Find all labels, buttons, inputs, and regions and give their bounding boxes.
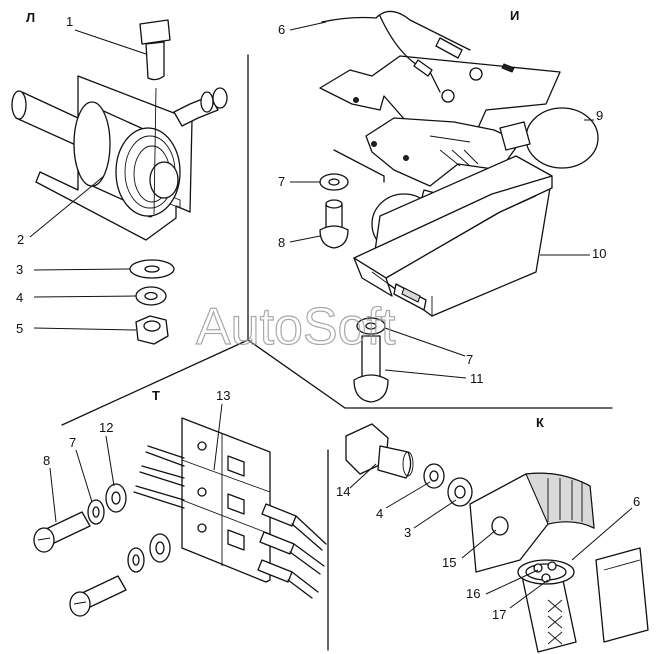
- callout-12: 12: [99, 420, 113, 435]
- solenoid-assembly: [11, 19, 228, 345]
- callout-4-bracket: 4: [376, 506, 383, 521]
- watermark-logo: AutoSoft: [196, 298, 396, 356]
- section-label-i: И: [510, 8, 519, 23]
- callout-17: 17: [492, 607, 506, 622]
- bracket-assembly: [345, 423, 649, 653]
- callout-15: 15: [442, 555, 456, 570]
- section-label-l: Л: [26, 10, 35, 25]
- callout-7-lower: 7: [466, 352, 473, 367]
- terminal-block: [33, 417, 327, 617]
- callout-1: 1: [66, 14, 73, 29]
- callouts-section-l: 1 2 3 4 5: [16, 14, 147, 336]
- callout-10: 10: [592, 246, 606, 261]
- callout-3-bracket: 3: [404, 525, 411, 540]
- lamp-assembly: [319, 10, 599, 403]
- section-label-k: К: [536, 415, 544, 430]
- callouts-section-t: 13 8 7 12: [43, 388, 230, 523]
- callouts-section-i: 6 9 7 8 10 7 11: [278, 21, 606, 386]
- callout-4: 4: [16, 290, 23, 305]
- callout-16: 16: [466, 586, 480, 601]
- callout-13: 13: [216, 388, 230, 403]
- callout-3: 3: [16, 262, 23, 277]
- callout-2: 2: [17, 232, 24, 247]
- callout-6-bracket: 6: [633, 494, 640, 509]
- callout-8-terminal: 8: [43, 453, 50, 468]
- section-dividers: [61, 54, 613, 651]
- callout-9: 9: [596, 108, 603, 123]
- callout-14: 14: [336, 484, 350, 499]
- callout-11: 11: [470, 371, 484, 386]
- callout-8: 8: [278, 235, 285, 250]
- callouts-section-k: 14 4 3 6 15 16 17: [336, 463, 640, 622]
- callout-6: 6: [278, 22, 285, 37]
- callout-7: 7: [278, 174, 285, 189]
- section-label-t: Т: [152, 388, 160, 403]
- callout-7-terminal: 7: [69, 435, 76, 450]
- callout-5: 5: [16, 321, 23, 336]
